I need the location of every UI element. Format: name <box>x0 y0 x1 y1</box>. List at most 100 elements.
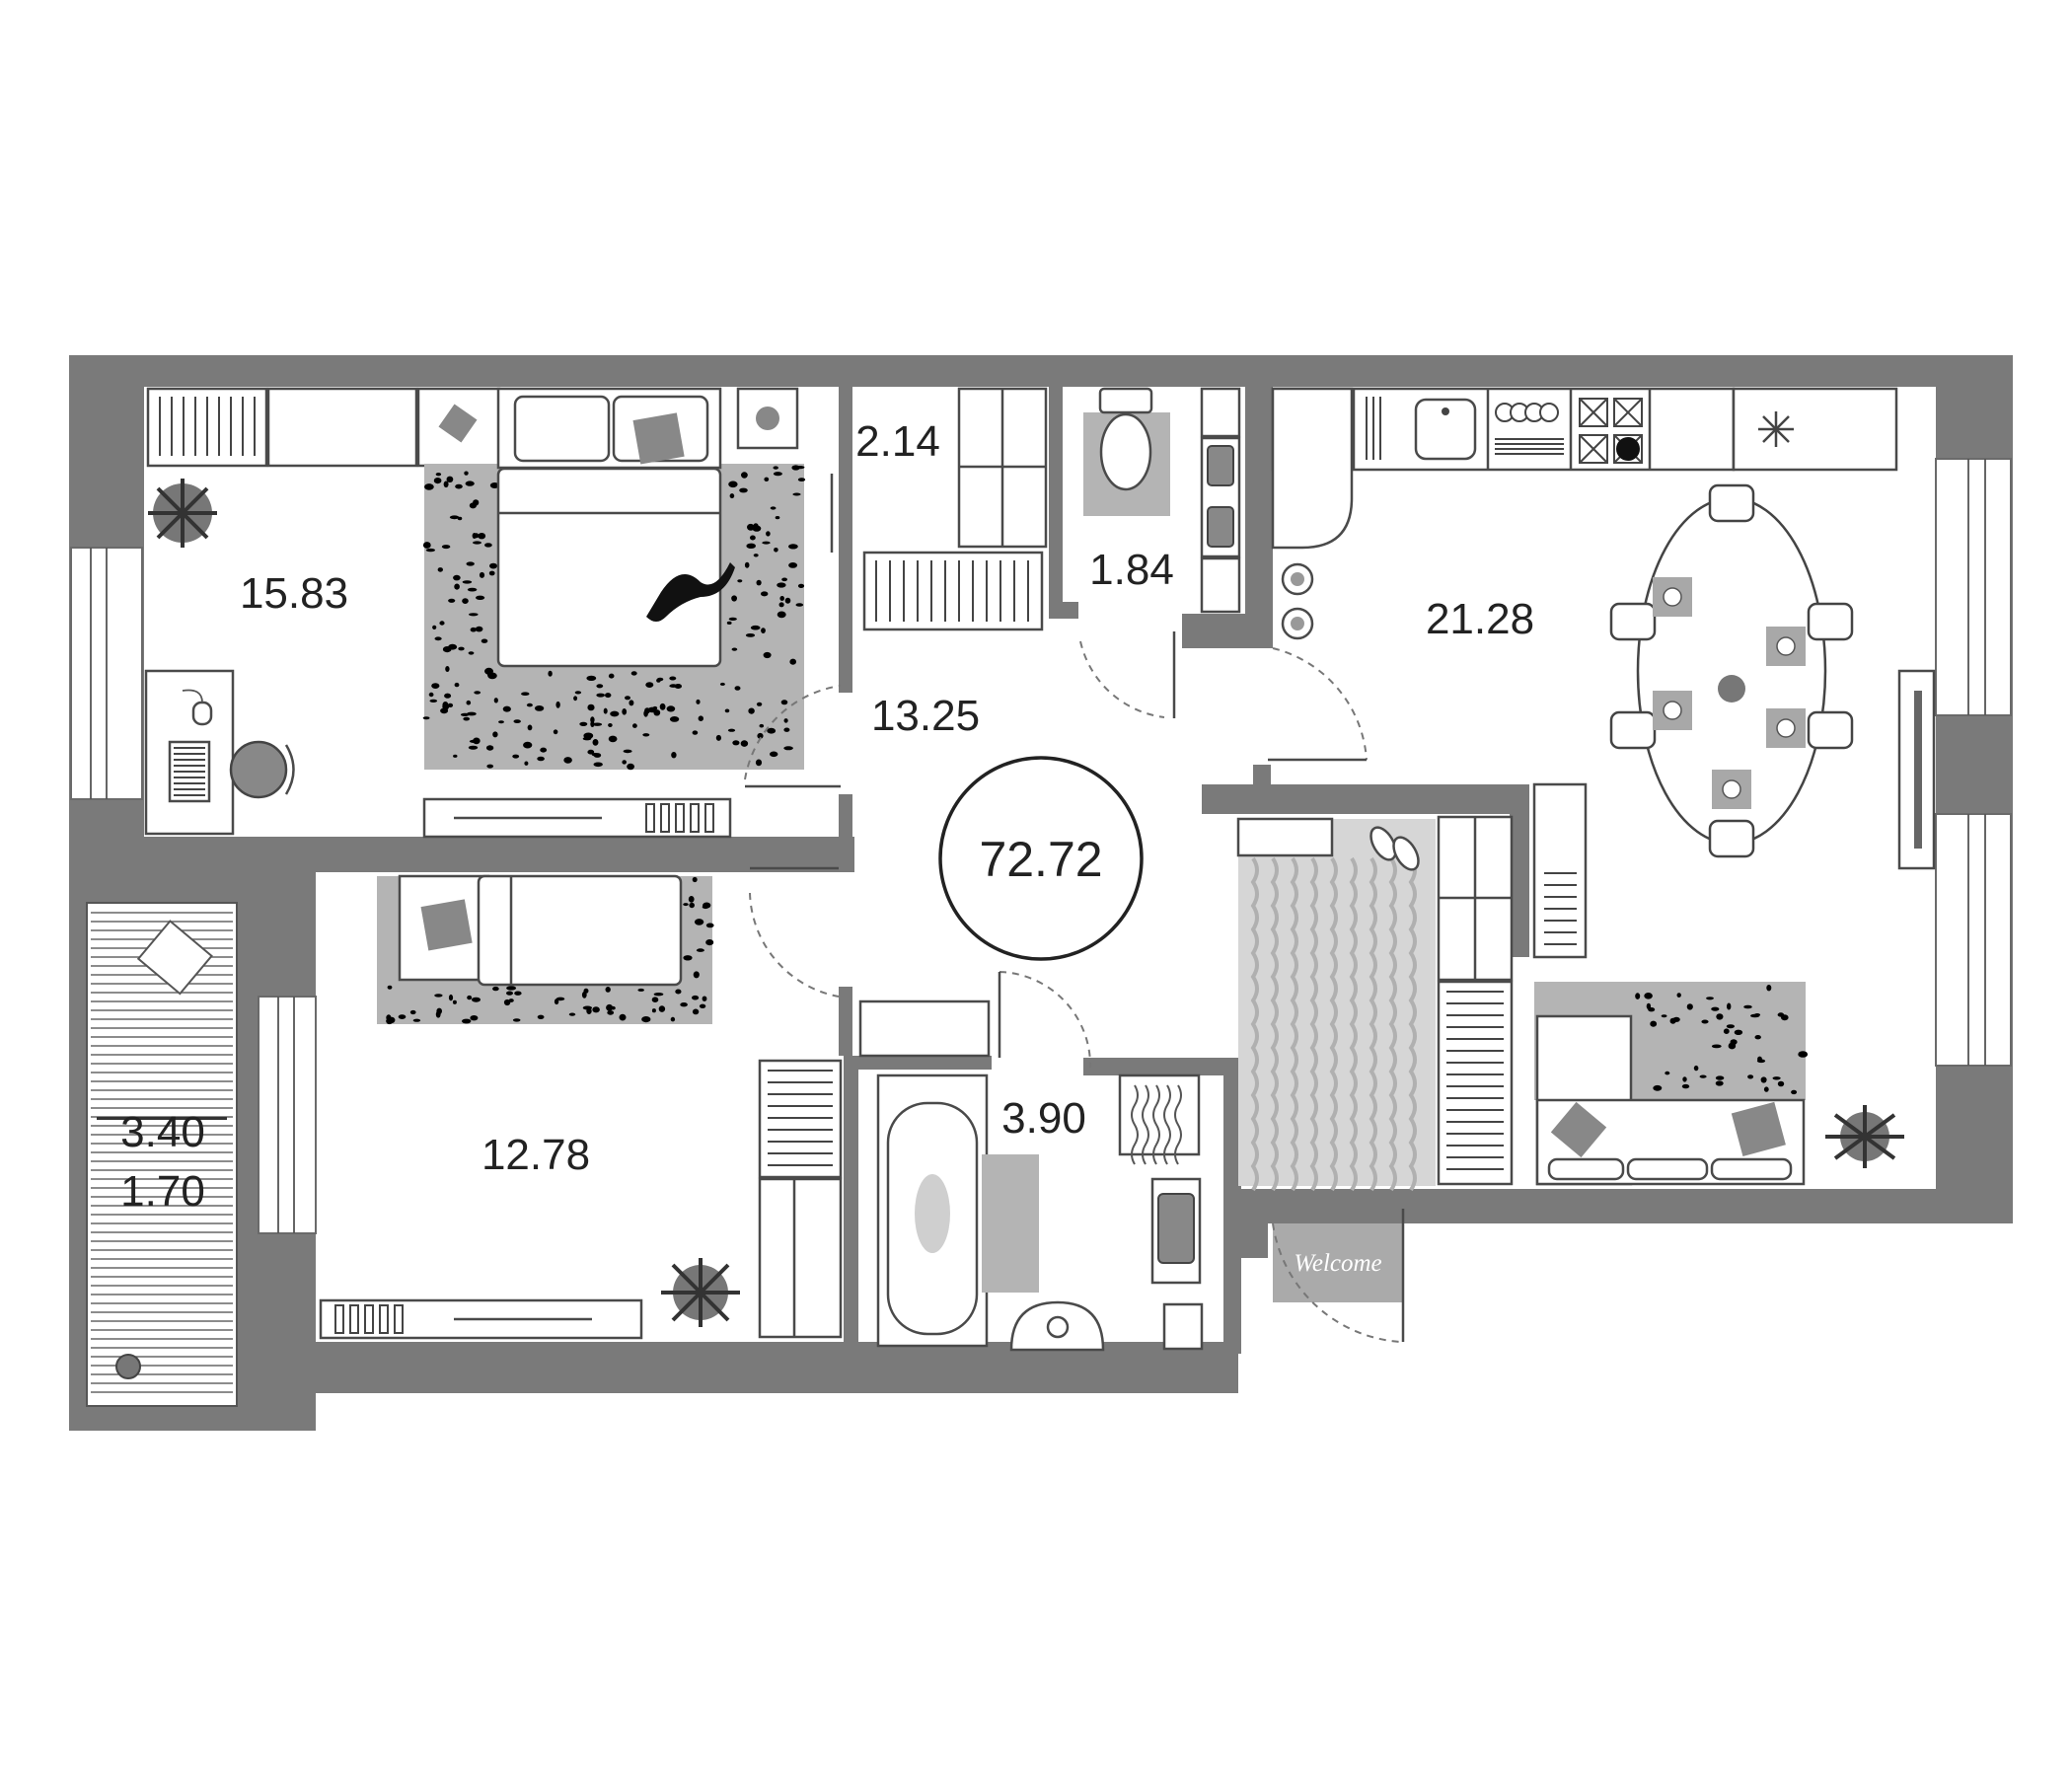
decor-mark <box>1693 1065 1699 1072</box>
decor-mark <box>642 733 650 737</box>
decor-mark <box>702 996 707 1001</box>
decor-mark <box>422 716 430 720</box>
decor-mark <box>1388 856 1397 1192</box>
decor-mark <box>523 741 533 749</box>
decor-mark <box>1807 602 1854 641</box>
decor-mark <box>741 472 748 479</box>
decor-mark <box>493 698 498 703</box>
decor-mark <box>1776 718 1796 738</box>
decor-mark <box>1726 1024 1735 1029</box>
decor-mark <box>579 721 588 727</box>
decor-mark <box>607 1010 615 1015</box>
decor-mark <box>788 562 798 568</box>
decor-mark <box>1763 1086 1769 1092</box>
decor-mark <box>492 731 498 738</box>
decor-mark <box>1686 1003 1693 1010</box>
decor-mark <box>467 995 473 1000</box>
decor-mark <box>753 554 759 557</box>
decor-mark <box>592 722 603 726</box>
decor-mark <box>739 487 748 493</box>
decor-mark <box>1661 1014 1667 1018</box>
decor-mark <box>777 611 786 619</box>
decor-mark <box>1722 779 1741 799</box>
decor-mark <box>625 696 630 701</box>
decor-mark <box>1747 1074 1754 1079</box>
decor-mark <box>1579 434 1608 464</box>
decor-mark <box>540 747 548 753</box>
decor-mark <box>466 700 472 705</box>
decor-mark <box>591 753 599 757</box>
decor-mark <box>568 1012 576 1016</box>
decor-mark <box>753 523 759 529</box>
decor-mark <box>1665 1071 1670 1075</box>
decor-mark <box>653 709 661 716</box>
decor-mark <box>484 543 492 548</box>
decor-mark <box>1650 1020 1658 1027</box>
decor-mark <box>492 986 499 992</box>
decor-mark <box>429 699 438 703</box>
decor-mark <box>660 803 670 833</box>
decor-mark <box>622 708 628 715</box>
decor-mark <box>784 597 791 604</box>
decor-mark <box>537 1014 545 1020</box>
decor-mark <box>774 548 778 553</box>
decor-mark <box>705 939 714 946</box>
decor-mark <box>474 691 481 695</box>
decor-mark <box>726 621 732 626</box>
decor-mark <box>462 1018 472 1024</box>
decor-mark <box>1777 1012 1785 1017</box>
decor-mark <box>514 991 522 996</box>
decor-mark <box>454 583 460 590</box>
decor-mark <box>1723 1028 1730 1034</box>
total-area: 72.72 <box>979 832 1102 887</box>
decor-mark <box>521 692 530 696</box>
decor-mark <box>659 703 666 710</box>
decor-mark <box>671 752 677 759</box>
decor-mark <box>773 466 778 470</box>
decor-mark <box>470 1015 479 1021</box>
decor-mark <box>1663 701 1682 720</box>
decor-mark <box>563 757 572 764</box>
decor-mark <box>349 1304 359 1334</box>
decor-mark <box>1329 856 1338 1192</box>
decor-mark <box>469 613 479 617</box>
area-labels: 15.83 2.14 1.84 21.28 13.25 12.78 3.90 3… <box>120 417 1534 1216</box>
decor-mark <box>1635 993 1641 999</box>
decor-mark <box>1152 1084 1160 1165</box>
decor-mark <box>683 955 693 961</box>
decor-mark <box>795 603 804 607</box>
decor-mark <box>770 506 777 510</box>
decor-mark <box>699 1003 706 1008</box>
decor-mark <box>596 693 605 698</box>
decor-mark <box>658 1005 666 1012</box>
decor-mark <box>757 732 764 739</box>
storage-furniture <box>862 387 1048 631</box>
decor-mark <box>1711 1044 1722 1049</box>
decor-mark <box>756 702 763 706</box>
decor-mark <box>1776 636 1796 656</box>
decor-mark <box>645 803 655 833</box>
decor-mark <box>448 598 456 603</box>
decor-mark <box>727 728 736 732</box>
decor-mark <box>513 719 521 723</box>
toilet-furniture <box>1083 387 1241 614</box>
decor-mark <box>1734 1029 1743 1036</box>
decor-mark <box>478 533 486 540</box>
decor-mark <box>761 628 766 633</box>
decor-mark <box>449 515 460 520</box>
decor-mark <box>1579 398 1608 427</box>
decor-mark <box>692 730 699 735</box>
decor-mark <box>1701 1019 1709 1024</box>
area-hallway: 13.25 <box>871 692 980 740</box>
decor-mark <box>744 561 750 568</box>
decor-mark <box>698 715 703 721</box>
decor-mark <box>704 803 714 833</box>
decor-mark <box>692 876 698 883</box>
decor-mark <box>425 548 435 553</box>
hallway-furniture <box>1236 815 1514 1192</box>
decor-mark <box>435 473 442 477</box>
decor-mark <box>1613 398 1643 427</box>
decor-mark <box>574 691 582 695</box>
decor-mark <box>651 1008 656 1013</box>
decor-mark <box>775 516 780 520</box>
